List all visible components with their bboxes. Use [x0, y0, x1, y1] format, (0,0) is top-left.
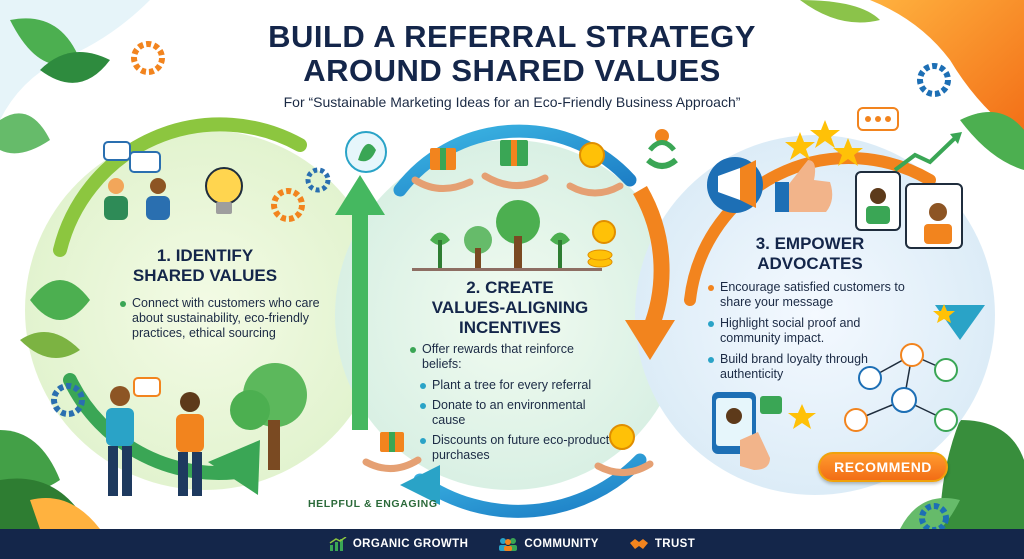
- leaves-left-icon: [20, 280, 90, 358]
- handshake-icon: [629, 539, 648, 549]
- section-3-bullet: Encourage satisfied customers to share y…: [708, 280, 913, 310]
- thumbs-up-icon: [775, 160, 833, 212]
- plant-hands-icon: [646, 129, 678, 169]
- network-icon: [844, 343, 958, 432]
- cycle-arrow-bottom-middle: [413, 453, 647, 518]
- corner-shape-top-right: [800, 0, 1024, 170]
- leaf-badge-icon: [345, 131, 387, 173]
- coin-hand-bottom-icon: [594, 424, 654, 476]
- cycle-arrow-top-right: [684, 151, 936, 306]
- corner-leaves-bottom-left: [0, 430, 100, 529]
- footer-label: TRUST: [654, 538, 696, 550]
- section-2-sub-bullet: Plant a tree for every referral: [420, 378, 620, 393]
- gear-left-icon: [51, 383, 85, 417]
- chat-people-icon: [103, 141, 170, 220]
- section-3-title-line-1: 3. EMPOWER: [755, 234, 865, 253]
- footer-item-trust: TRUST: [629, 537, 695, 551]
- gear-icon: [271, 167, 331, 222]
- section-2-sub-bullet: Donate to an environmental cause: [420, 398, 620, 428]
- section-2-intro: Offer rewards that reinforce beliefs:: [410, 342, 610, 378]
- section-2-title-line-3: INCENTIVES: [458, 318, 562, 337]
- rating-bubble-icon: [857, 107, 899, 131]
- star-small-icon: [788, 304, 955, 429]
- section-1-title-line-1: 1. IDENTIFY: [156, 246, 254, 265]
- footer-item-community: COMMUNITY: [498, 537, 599, 551]
- coin-stack-icon: [587, 220, 616, 268]
- section-1-title-line-2: SHARED VALUES: [132, 266, 278, 285]
- section-3-title-line-2: ADVOCATES: [757, 254, 863, 273]
- section-1-bullets: Connect with customers who care about su…: [120, 296, 320, 347]
- gift-hand-bottom-icon: [362, 432, 422, 472]
- section-2-title-line-1: 2. CREATE: [466, 278, 554, 297]
- lightbulb-icon: [205, 167, 243, 214]
- community-icon: [499, 538, 518, 551]
- gear-top-left-icon: [131, 41, 165, 75]
- recommend-button[interactable]: RECOMMEND: [818, 452, 948, 482]
- section-3-title: 3. EMPOWER ADVOCATES: [720, 234, 900, 274]
- gift-hand-icon-2: [481, 140, 549, 190]
- gift-hand-icon: [411, 148, 474, 192]
- footer-item-organic-growth: ORGANIC GROWTH: [329, 537, 468, 551]
- page-subtitle: For “Sustainable Marketing Ideas for an …: [283, 94, 741, 110]
- growing-trees-icon: [412, 200, 602, 271]
- growth-chart-icon-top: [893, 132, 962, 172]
- title-line-1: BUILD A REFERRAL STRATEGY: [268, 19, 756, 54]
- section-1-bullet: Connect with customers who care about su…: [120, 296, 320, 341]
- section-2-sub-bullet: Discounts on future eco-product purchase…: [420, 433, 620, 463]
- title-line-2: AROUND SHARED VALUES: [303, 53, 721, 88]
- section-2-title-line-2: VALUES-ALIGNING: [431, 298, 589, 317]
- growth-chart-icon: [329, 537, 347, 551]
- page-title: BUILD A REFERRAL STRATEGY AROUND SHARED …: [200, 20, 824, 88]
- people-talking-icon: [106, 377, 204, 496]
- helpful-engaging-label: HELPFUL & ENGAGING: [308, 498, 438, 510]
- cycle-arrowhead-up: [335, 175, 385, 215]
- corner-leaves-top-left: [0, 0, 150, 154]
- phone-share-icon: [712, 392, 782, 470]
- section-3-bullet: Build brand loyalty through authenticity: [708, 352, 913, 382]
- stars-icon: [785, 120, 863, 166]
- section-3-bullet: Highlight social proof and community imp…: [708, 316, 913, 346]
- cycle-arrowhead-left: [208, 440, 260, 495]
- footer-label: ORGANIC GROWTH: [352, 538, 469, 550]
- tree-icon: [230, 363, 307, 470]
- section-2-title: 2. CREATE VALUES-ALIGNING INCENTIVES: [400, 278, 620, 338]
- section-1-title: 1. IDENTIFY SHARED VALUES: [100, 246, 310, 286]
- cycle-arrow-bottom-left: [63, 373, 257, 481]
- cycle-arrow-orange: [633, 185, 670, 333]
- cycle-arrowhead-bottom: [400, 465, 440, 505]
- section-2-intro-text: Offer rewards that reinforce beliefs:: [410, 342, 610, 372]
- footer-label: COMMUNITY: [524, 538, 599, 550]
- section-2-sub-bullets: Plant a tree for every referral Donate t…: [420, 378, 620, 468]
- video-call-icon: [855, 171, 963, 249]
- cycle-arrowhead-down: [625, 320, 675, 360]
- section-3-bullets: Encourage satisfied customers to share y…: [708, 280, 913, 388]
- coin-plant-icon: [566, 142, 624, 197]
- footer-bar: ORGANIC GROWTH COMMUNITY TRUST: [0, 529, 1024, 559]
- megaphone-icon: [707, 157, 763, 213]
- cycle-arrow-top-left: [53, 117, 307, 257]
